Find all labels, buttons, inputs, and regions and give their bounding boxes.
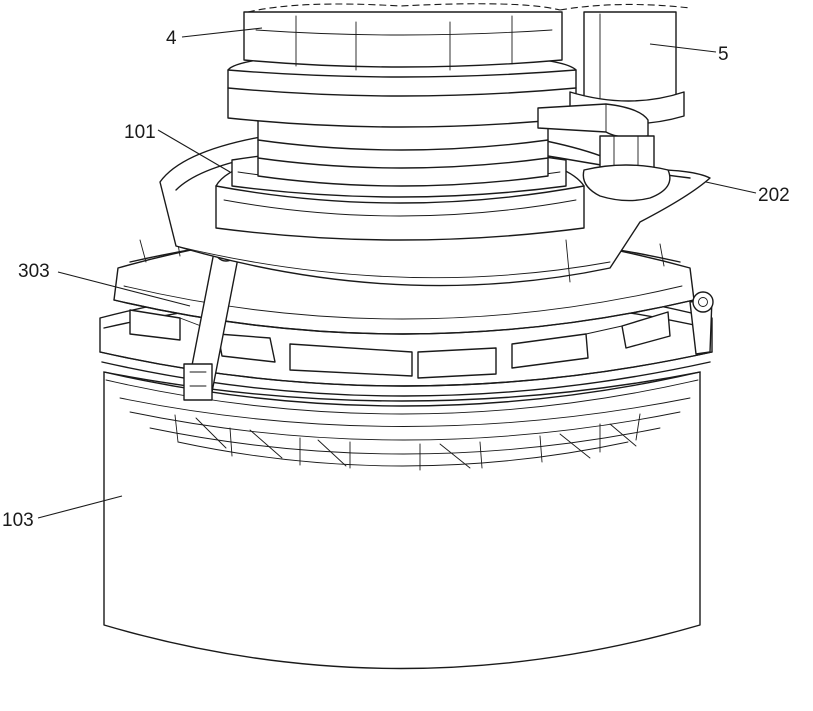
leader-5 (649, 43, 717, 53)
reference-labels: 4 5 101 202 303 103 (2, 28, 790, 531)
base-cylinder (103, 371, 701, 670)
leader-303 (57, 271, 191, 307)
side-pipe (537, 11, 685, 202)
latch-arm-right (689, 291, 714, 355)
label-303: 303 (18, 261, 50, 282)
label-5: 5 (718, 44, 729, 65)
label-103: 103 (2, 510, 34, 531)
leader-lines (37, 27, 757, 519)
leader-103 (37, 495, 123, 519)
leader-101 (157, 129, 231, 173)
label-202: 202 (758, 185, 790, 206)
leader-202 (705, 181, 757, 194)
label-4: 4 (166, 28, 177, 49)
label-101: 101 (124, 122, 156, 143)
central-column (227, 3, 691, 187)
leader-4 (181, 27, 263, 38)
